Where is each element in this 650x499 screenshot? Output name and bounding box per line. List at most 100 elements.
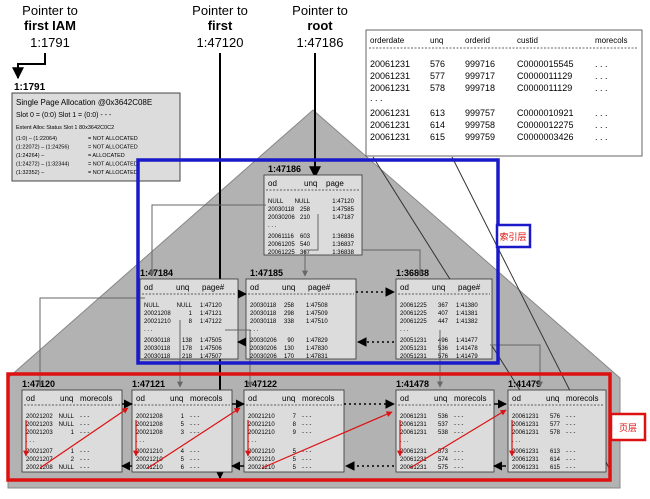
page-col-header: morecols	[302, 394, 334, 403]
detail-cell: 20061231	[370, 132, 410, 142]
page-cell: 1:47831	[306, 354, 328, 360]
page-cell: 170	[284, 354, 295, 360]
page-cell: 20061231	[512, 414, 539, 420]
page-col-header: page	[326, 179, 344, 188]
page-cell: 5	[293, 465, 297, 471]
detail-cell: C0000015545	[517, 59, 574, 69]
detail-cell: . . .	[595, 132, 608, 142]
page-cell: 218	[182, 354, 193, 360]
page-cell: 20021208	[26, 465, 53, 471]
page-cell: 1:47585	[332, 207, 354, 213]
index-layer-label-box	[495, 223, 532, 249]
detail-cell: 615	[430, 132, 445, 142]
page-cell: 130	[284, 346, 295, 352]
page-cell: 20051231	[400, 354, 427, 360]
page-cell: 210	[300, 215, 311, 221]
page-box	[263, 174, 363, 256]
page-cell: 20061231	[512, 465, 539, 471]
page-cell: 20021210	[248, 414, 275, 420]
page-cell: 20021210	[248, 422, 275, 428]
iam-range: (1:24264) –	[16, 153, 45, 159]
page-cell: 576	[438, 354, 449, 360]
pointer-target: first IAM	[24, 18, 76, 33]
page-cell: 3	[181, 430, 185, 436]
page-cell: 613	[550, 449, 561, 455]
page-address: 1:47184	[140, 268, 173, 278]
page-cell: - - -	[190, 457, 199, 463]
page-cell: - - -	[302, 457, 311, 463]
page-cell: - - -	[190, 414, 199, 420]
page-cell: 138	[182, 338, 193, 344]
page-cell: NULL	[295, 199, 311, 205]
iam-header-2: Slot 0 = (0:0) Slot 1 = (0:0) - - -	[16, 112, 112, 119]
page-cell: 20030118	[250, 319, 277, 325]
page-cell: 1:47829	[306, 338, 328, 344]
page-box	[245, 278, 357, 360]
page-cell: 5	[293, 457, 297, 463]
page-cell: 20061231	[400, 449, 427, 455]
page-cell: - - -	[566, 449, 575, 455]
detail-cell: 999718	[465, 83, 495, 93]
page-col-header: od	[400, 394, 409, 403]
page-cell: 20061231	[400, 457, 427, 463]
leaf-layer-label-box	[609, 412, 647, 442]
page-cell: - - -	[80, 465, 89, 471]
page-cell: 1:47120	[200, 303, 222, 309]
detail-cell: 578	[430, 83, 445, 93]
page-cell: 5	[181, 457, 185, 463]
pointer-address: 1:47120	[197, 35, 244, 50]
root-to-index-link	[149, 204, 266, 277]
page-cell: 20061231	[400, 430, 427, 436]
detail-cell: C0000003426	[517, 132, 574, 142]
page-cell: 1	[189, 311, 193, 317]
page-cell: - - -	[454, 414, 463, 420]
page-cell: 1:47507	[200, 354, 222, 360]
detail-col-header: orderid	[465, 36, 490, 45]
page-cell: 5	[181, 422, 185, 428]
page-cell: - - -	[80, 414, 89, 420]
page-cell: 6	[181, 465, 185, 471]
page-cell: 1:41477	[456, 338, 478, 344]
page-cell: 537	[438, 422, 449, 428]
page-col-header: unq	[432, 283, 445, 292]
page-cell: 20030206	[250, 346, 277, 352]
detail-cell: C0000012275	[517, 120, 574, 130]
page-cell: 573	[438, 449, 449, 455]
page-cell: 20021208	[136, 414, 163, 420]
page-box	[507, 389, 607, 473]
detail-cell: . . .	[595, 71, 608, 81]
detail-cell: . . .	[595, 59, 608, 69]
iam-range: (1:22072) – (1:24256)	[16, 145, 69, 151]
page-cell: . . .	[400, 438, 409, 444]
page-cell: 1:47187	[332, 215, 354, 221]
page-cell: - - -	[302, 449, 311, 455]
page-col-header: morecols	[80, 394, 112, 403]
page-box	[139, 278, 239, 360]
page-cell: NULL	[59, 414, 75, 420]
page-cell: 20061231	[512, 422, 539, 428]
detail-col-header: morecols	[595, 36, 627, 45]
iam-extent-title: Extent Alloc Status Slot 1 80x3642C0C2	[16, 125, 114, 131]
detail-cell: 20061231	[370, 120, 410, 130]
iam-page: 1:1791 Single Page Allocation @0x3642C08…	[11, 82, 181, 182]
page-cell: 20021207	[26, 457, 53, 463]
detail-col-header: custid	[517, 36, 538, 45]
page-cell: 20021210	[248, 457, 275, 463]
page-cell: 5	[293, 449, 297, 455]
page-cell: 536	[438, 346, 449, 352]
page-address: 1:41479	[508, 379, 541, 389]
page-cell: - - -	[566, 465, 575, 471]
page-cell: 1:41381	[456, 311, 478, 317]
page-cell: - - -	[566, 430, 575, 436]
page-cell: 1	[181, 414, 185, 420]
page-col-header: od	[268, 179, 277, 188]
page-cell: 20061231	[400, 422, 427, 428]
page-cell: 1:36837	[332, 242, 354, 248]
page-cell: - - -	[190, 430, 199, 436]
detail-cell: 577	[430, 71, 445, 81]
detail-cell: . . .	[370, 93, 383, 103]
page-cell: - - -	[566, 457, 575, 463]
page-col-header: od	[512, 394, 521, 403]
